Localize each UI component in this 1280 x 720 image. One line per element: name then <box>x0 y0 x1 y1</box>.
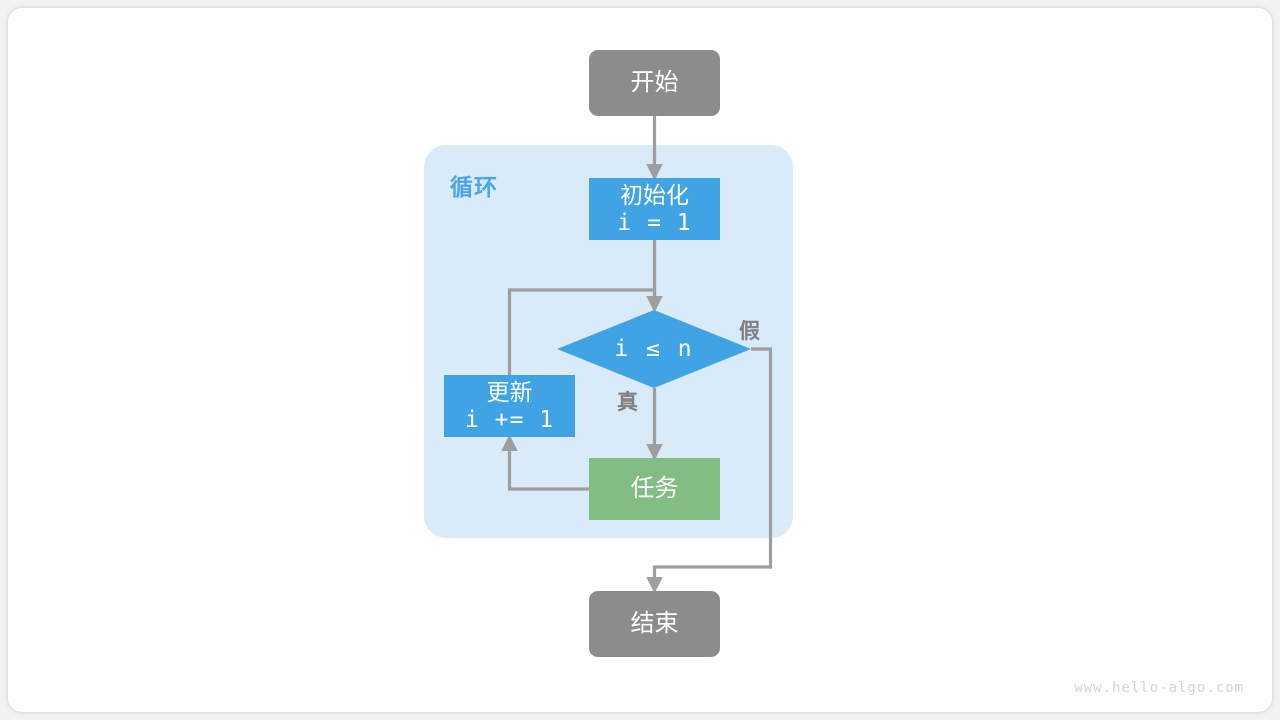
edge-condition-false-to-end <box>646 347 773 594</box>
node-condition[interactable]: i ≤ n <box>557 310 751 388</box>
node-end[interactable]: 结束 <box>589 591 720 657</box>
branch-label-true: 真 <box>617 391 638 414</box>
node-start-label: 开始 <box>630 69 679 97</box>
edge-update-to-condition <box>507 288 655 375</box>
edge-task-to-update <box>501 434 589 491</box>
node-condition-label: i ≤ n <box>614 336 694 362</box>
node-initialize[interactable]: 初始化 i = 1 <box>589 178 720 240</box>
node-update-title: 更新 <box>486 378 533 405</box>
loop-region-label: 循环 <box>450 174 498 200</box>
branch-label-false: 假 <box>739 320 760 343</box>
node-initialize-expression: i = 1 <box>617 210 692 236</box>
node-task-label: 任务 <box>630 475 679 503</box>
node-end-label: 结束 <box>630 610 679 638</box>
node-update[interactable]: 更新 i += 1 <box>444 375 575 437</box>
node-task[interactable]: 任务 <box>589 458 720 520</box>
node-initialize-title: 初始化 <box>620 181 689 208</box>
node-start[interactable]: 开始 <box>589 50 720 116</box>
node-update-expression: i += 1 <box>464 407 555 433</box>
watermark-url: www.hello-algo.com <box>1074 680 1244 696</box>
